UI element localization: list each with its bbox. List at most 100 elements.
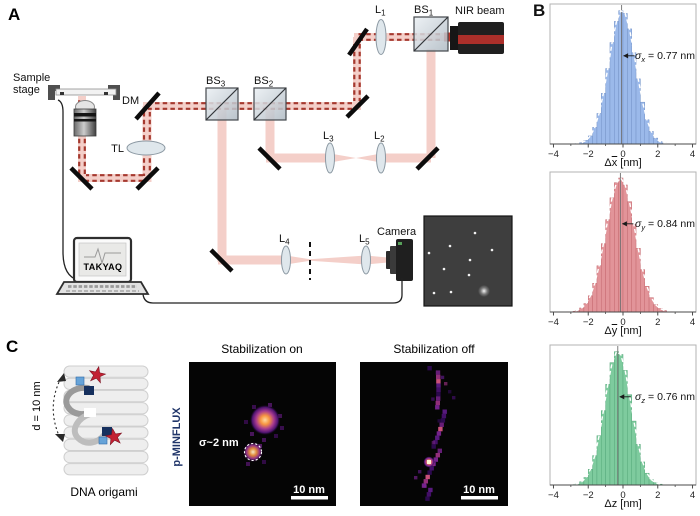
lens-l3 — [325, 142, 335, 174]
bright-pixel-off — [427, 460, 431, 464]
sample-stage-label-2: stage — [13, 84, 40, 96]
sigma-symbol: σ — [635, 218, 642, 230]
l5-label: L5 — [359, 233, 370, 247]
sigma-dashed-circle — [243, 442, 263, 462]
mirrors — [69, 27, 440, 273]
arc-arrowhead-top — [57, 373, 66, 382]
sigma-value: = 0.77 nm — [648, 50, 696, 62]
mirror-below-objective — [69, 166, 94, 191]
l1-label: L1 — [375, 4, 386, 18]
bs3-label: BS3 — [206, 75, 226, 89]
dna-origami-label: DNA origami — [70, 485, 137, 499]
beamsplitter-bs2 — [253, 87, 287, 121]
panel-label-a: A — [8, 5, 20, 24]
scalebar-on — [291, 496, 328, 500]
panel-label-b: B — [533, 1, 546, 20]
svg-text:4: 4 — [690, 149, 695, 160]
svg-text:4: 4 — [690, 490, 695, 501]
camera-cable — [142, 278, 403, 304]
lower-dna-strand — [71, 411, 107, 446]
objective-lens — [73, 100, 97, 137]
beamsplitter-bs1 — [413, 16, 449, 52]
svg-text:4: 4 — [690, 317, 695, 328]
lens-l5 — [361, 245, 371, 275]
stabilization-on-title: Stabilization on — [221, 342, 302, 356]
sigma-subscript: y — [641, 223, 646, 233]
dna-origami-minflux-panel: C d = 10 nm DNA origami p-MINFLUX Stabil… — [6, 337, 508, 506]
bright-fiducial-spot — [478, 285, 490, 297]
sigma-symbol: σ — [635, 391, 642, 403]
dichroic-mirror — [134, 91, 161, 121]
scalebar-off — [461, 496, 498, 500]
sample-stage-label-1: Sample — [13, 72, 50, 84]
histogram-dz: −4 −2 0 2 4 σz = 0.76 nm Δz [nm] — [546, 341, 700, 515]
mirror-top — [347, 27, 369, 57]
l4-label: L4 — [279, 233, 290, 247]
minflux-image-stabilization-off: Stabilization off 10 nm — [360, 342, 508, 506]
sigma-y-annotation: σy = 0.84 nm — [635, 218, 695, 232]
nir-laser-source — [450, 22, 504, 54]
sigma-subscript: z — [641, 396, 646, 406]
sigma-value: = 0.84 nm — [648, 218, 696, 230]
svg-text:2: 2 — [655, 317, 660, 328]
camera-view-image — [423, 215, 513, 307]
lenses — [126, 19, 387, 275]
scalebar-off-label: 10 nm — [463, 484, 495, 496]
sample-stage — [48, 85, 120, 100]
minflux-image-stabilization-on: Stabilization on σ~2 nm 10 nm — [189, 342, 336, 506]
l3-label: L3 — [323, 130, 334, 144]
mirror-mid-right — [345, 94, 370, 119]
docking-site-navy-2 — [102, 427, 112, 436]
l2-label: L2 — [374, 130, 385, 144]
laptop — [55, 236, 150, 295]
svg-text:0: 0 — [620, 490, 625, 501]
tube-lens — [126, 140, 166, 156]
svg-text:2: 2 — [655, 149, 660, 160]
mirror-below-bs3 — [209, 248, 234, 273]
sigma-subscript: x — [641, 55, 646, 65]
mirror-below-bs1 — [415, 146, 440, 171]
x-axis-label-dz: Δz [nm] — [604, 498, 642, 510]
camera-label: Camera — [377, 226, 417, 238]
cables — [57, 99, 403, 304]
optical-setup-diagram: A Sample stage DM TL BS3 BS2 BS1 L1 L2 L… — [8, 4, 513, 307]
mirror-below-tl — [135, 166, 160, 191]
mirror-below-bs2 — [257, 146, 282, 171]
sigma-z-annotation: σz = 0.76 nm — [635, 391, 695, 405]
localization-cluster-bottom — [243, 442, 263, 462]
stage-cable — [57, 99, 79, 281]
stabilization-off-title: Stabilization off — [393, 342, 475, 356]
svg-text:−2: −2 — [583, 490, 594, 501]
lens-l1 — [375, 19, 387, 55]
svg-text:2: 2 — [655, 490, 660, 501]
svg-text:−4: −4 — [548, 317, 559, 328]
docking-site-blue — [75, 376, 85, 386]
minflux-off-frame — [360, 362, 508, 506]
histogram-dz-plot: −4 −2 0 2 4 — [548, 344, 697, 501]
svg-text:−4: −4 — [548, 149, 559, 160]
lens-l2 — [376, 142, 386, 174]
sigma-value: = 0.76 nm — [648, 391, 696, 403]
distance-arc-arrow — [52, 377, 62, 439]
camera-led — [398, 242, 402, 245]
sigma-symbol: σ — [635, 50, 642, 62]
scalebar-on-label: 10 nm — [293, 484, 325, 496]
distance-label: d = 10 nm — [31, 381, 43, 430]
takyaq-software-label: TAKYAQ — [84, 262, 123, 272]
docking-site-navy — [84, 386, 94, 395]
beamsplitters — [205, 16, 449, 121]
svg-text:−2: −2 — [583, 149, 594, 160]
svg-text:0: 0 — [620, 317, 625, 328]
sigma-2nm-annotation: σ~2 nm — [199, 437, 239, 449]
camera-body — [386, 239, 413, 281]
beamsplitter-bs3 — [205, 87, 239, 121]
docking-site-blue-2 — [98, 436, 108, 445]
strand-gap-marker — [84, 408, 96, 417]
svg-text:−4: −4 — [548, 490, 559, 501]
bs2-label: BS2 — [254, 75, 274, 89]
tl-label: TL — [111, 143, 124, 155]
waveform-icon — [84, 247, 121, 265]
